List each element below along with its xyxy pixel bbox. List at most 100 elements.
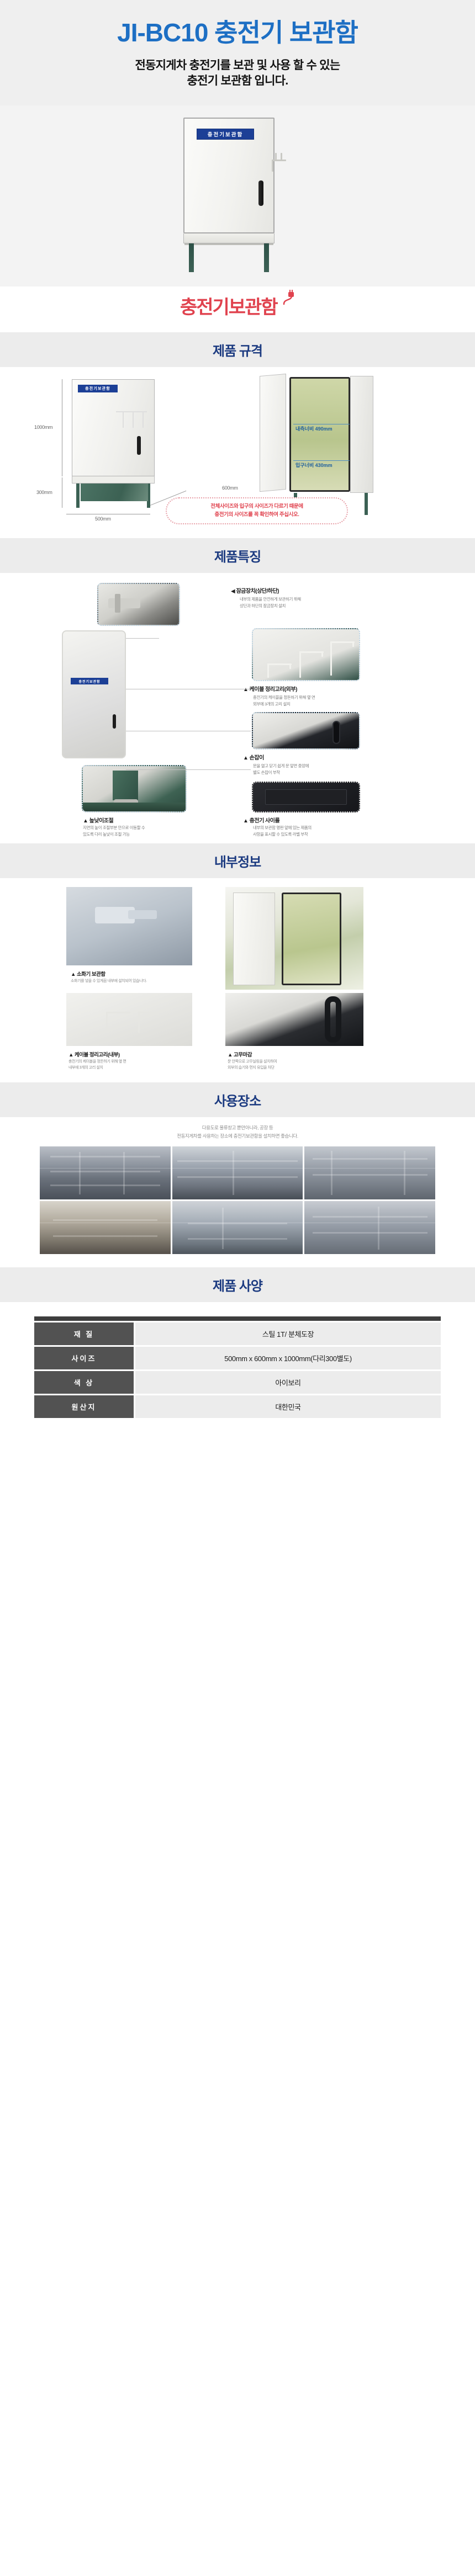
place-photo-warehouse-boxes <box>172 1201 303 1255</box>
spec-open-leg-right <box>365 493 368 516</box>
spec-cabinet-interior: 내측너비 490mm 입구너비 430mm <box>289 377 350 492</box>
hero-cabinet-illustration: 충전기보관함 <box>149 115 326 281</box>
feature-desc-label-line1: 내부의 보관함 명판 앞에 있는 제품의 <box>253 825 312 831</box>
size-caution-note: 전체사이즈와 입구의 사이즈가 다르기 때문에 충전기의 사이즈를 꼭 확인하여… <box>166 497 348 524</box>
spec-value-origin: 대한민국 <box>134 1395 441 1419</box>
spec-value-color: 아이보리 <box>134 1371 441 1394</box>
dim-label-width: 500mm <box>95 516 111 522</box>
feature-desc-handle-line2: 별도 손잡이 부착 <box>253 769 280 775</box>
cabinet-body: 충전기보관함 <box>183 118 275 234</box>
feature-caption-hooks: ▲ 케이블 정리고리(외부) <box>243 687 297 693</box>
places-note: 다용도로 물류창고 뿐만아니라, 공장 등 전동지게차를 사용하는 장소에 충전… <box>0 1120 475 1146</box>
feature-desc-leg-line1: 지면의 높이 조절부분 안으로 이동할 수 <box>83 825 145 831</box>
table-row: 원산지 대한민국 <box>34 1395 441 1419</box>
feature-photo-leg <box>82 765 187 813</box>
section-title-spec: 제품 규격 <box>213 344 263 359</box>
cable-hook-icon <box>272 153 286 172</box>
power-plug-icon <box>281 290 295 309</box>
place-photo-warehouse-racking-4 <box>40 1201 171 1255</box>
caution-line-2: 충전기의 사이즈를 꼭 확인하여 주십시오. <box>214 511 299 518</box>
places-note-line1: 다용도로 물류창고 뿐만아니라, 공장 등 <box>202 1125 273 1131</box>
entrance-width-label: 입구너비 430mm <box>295 463 332 469</box>
places-note-line2: 전동지게차를 사용하는 장소에 충전기보관함을 설치하면 좋습니다. <box>177 1133 298 1139</box>
feature-photo-hooks <box>252 628 360 682</box>
interior-caption-extinguisher: ▲ 소화기 보관함 <box>71 971 105 978</box>
table-row: 재 질 스틸 1T/ 분체도장 <box>34 1322 441 1346</box>
inner-width-label: 내측너비 490mm <box>295 426 332 432</box>
feature-photo-cabinet: 충전기보관함 <box>62 630 126 759</box>
interior-caption-rubber-seal: ▲ 고무마감 <box>228 1052 252 1059</box>
feature-desc-leg-line2: 있도록 다리 높낮이 조절 가능 <box>83 831 130 837</box>
place-photo-warehouse-racking-2 <box>172 1146 303 1200</box>
table-row: 색 상 아이보리 <box>34 1371 441 1394</box>
cabinet-base <box>183 233 275 244</box>
spec-value-material: 스틸 1T/ 분체도장 <box>134 1322 441 1346</box>
places-photo-grid <box>0 1146 475 1255</box>
spec-value-size: 500mm x 600mm x 1000mm(다리300별도) <box>134 1347 441 1370</box>
feature-photo-label <box>252 782 360 813</box>
feature-caption-label: ▲ 충전기 사이를 <box>243 818 280 825</box>
place-photo-warehouse-racking-1 <box>40 1146 171 1200</box>
leader-line-lock <box>126 638 159 639</box>
interior-info: ▲ 소화기 보관함 소화기를 넣을 수 있게끔 내부에 설치되어 있습니다. ▲… <box>0 878 475 1077</box>
cabinet-rail <box>184 243 273 246</box>
feature-desc-hooks-line2: 외부에 3개의 고리 설치 <box>253 701 291 707</box>
spec-cabinet-closed: 충전기보관함 <box>72 379 155 477</box>
cabinet-leg-left <box>189 243 194 273</box>
feature-photo-handle <box>252 712 360 750</box>
spec-diagram: 충전기보관함 1000mm 300mm 500mm 600mm 내측너비 490… <box>0 367 475 533</box>
spec-open-door <box>260 374 286 492</box>
cabinet-name-plate: 충전기보관함 <box>197 129 254 140</box>
section-banner-places: 사용장소 <box>0 1082 475 1118</box>
dim-label-height: 1000mm <box>34 424 53 431</box>
spec-label-origin: 원산지 <box>34 1395 134 1419</box>
dim-label-depth: 600mm <box>222 485 238 491</box>
brand-logo-text: 충전기보관함 <box>180 297 278 318</box>
feature-desc-label: 내부의 보관함 명판 앞에 있는 제품의 사항을 표시할 수 있도록 라벨 부착 <box>253 825 312 837</box>
spec-label-material: 재 질 <box>34 1322 134 1346</box>
product-detail-page: JI-BC10 충전기 보관함 전동지게차 충전기를 보관 및 사용 할 수 있… <box>0 0 475 1420</box>
feature-desc-lock: 내부의 제품을 안전하게 보관하기 위해 상단과 하단의 잠금장치 설치 <box>240 596 301 609</box>
spec-cabinet-handle <box>137 436 141 455</box>
spec-label-color: 색 상 <box>34 1371 134 1394</box>
spec-label-size: 사이즈 <box>34 1347 134 1370</box>
cabinet-leg-right <box>264 243 269 273</box>
usage-places: 다용도로 물류창고 뿐만아니라, 공장 등 전동지게차를 사용하는 장소에 충전… <box>0 1117 475 1255</box>
section-banner-spec: 제품 규격 <box>0 332 475 368</box>
spec-cabinet-side <box>350 376 373 493</box>
spec-leg-left <box>76 484 80 508</box>
place-photo-warehouse-aisle <box>304 1201 435 1255</box>
interior-desc-rubber-seal: 문 안쪽으로 고무실링을 설치하여 외부의 습기와 먼지 유입을 차단 <box>228 1059 277 1071</box>
feature-desc-label-line2: 사항을 표시할 수 있도록 라벨 부착 <box>253 831 308 837</box>
caution-line-1: 전체사이즈와 입구의 사이즈가 다르기 때문에 <box>210 503 303 510</box>
section-banner-features: 제품특징 <box>0 538 475 573</box>
feature-caption-leg: ▲ 높낮이조절 <box>83 818 114 825</box>
feature-desc-lock-line1: 내부의 제품을 안전하게 보관하기 위해 <box>240 597 301 602</box>
section-title-features: 제품특징 <box>214 550 261 565</box>
feature-photo-lock <box>97 583 180 626</box>
dim-label-leg: 300mm <box>36 490 52 496</box>
feature-desc-handle: 문을 열고 닫기 쉽게 문 앞면 중앙에 별도 손잡이 부착 <box>253 763 309 776</box>
section-banner-interior: 내부정보 <box>0 843 475 879</box>
hero-image: 충전기보관함 <box>0 105 475 287</box>
interior-desc-extinguisher: 소화기를 넣을 수 있게끔 내부에 설치되어 있습니다. <box>71 979 147 984</box>
spec-cabinet-name-plate: 충전기보관함 <box>78 385 118 393</box>
interior-desc-hooks: 충전기의 케이블을 정돈하기 위해 옆 면 내부에 3개의 고리 설치 <box>68 1059 126 1071</box>
interior-desc-rubber-line1: 문 안쪽으로 고무실링을 설치하여 <box>228 1060 277 1064</box>
leader-line-label <box>126 769 251 771</box>
table-row: 사이즈 500mm x 600mm x 1000mm(다리300별도) <box>34 1347 441 1370</box>
subtitle-line-2: 충전기 보관함 입니다. <box>187 74 289 87</box>
spec-cable-hooks <box>116 406 149 431</box>
subtitle-line-1: 전동지게차 충전기를 보관 및 사용 할 수 있는 <box>135 59 340 72</box>
page-header: JI-BC10 충전기 보관함 전동지게차 충전기를 보관 및 사용 할 수 있… <box>0 0 475 106</box>
spec-table-top-bar <box>34 1316 441 1321</box>
spec-table: 재 질 스틸 1T/ 분체도장 사이즈 500mm x 600mm x 1000… <box>34 1321 441 1420</box>
section-title-interior: 내부정보 <box>214 855 261 870</box>
interior-photo-extinguisher <box>66 887 192 966</box>
entrance-width-rule <box>293 460 350 461</box>
section-banner-table: 제품 사양 <box>0 1267 475 1303</box>
cabinet-handle <box>258 180 263 206</box>
interior-caption-hooks: ▲ 케이블 정리고리(내부) <box>68 1052 120 1059</box>
feature-desc-leg: 지면의 높이 조절부분 안으로 이동할 수 있도록 다리 높낮이 조절 가능 <box>83 825 145 837</box>
feature-caption-handle: ▲ 손잡이 <box>243 755 264 762</box>
